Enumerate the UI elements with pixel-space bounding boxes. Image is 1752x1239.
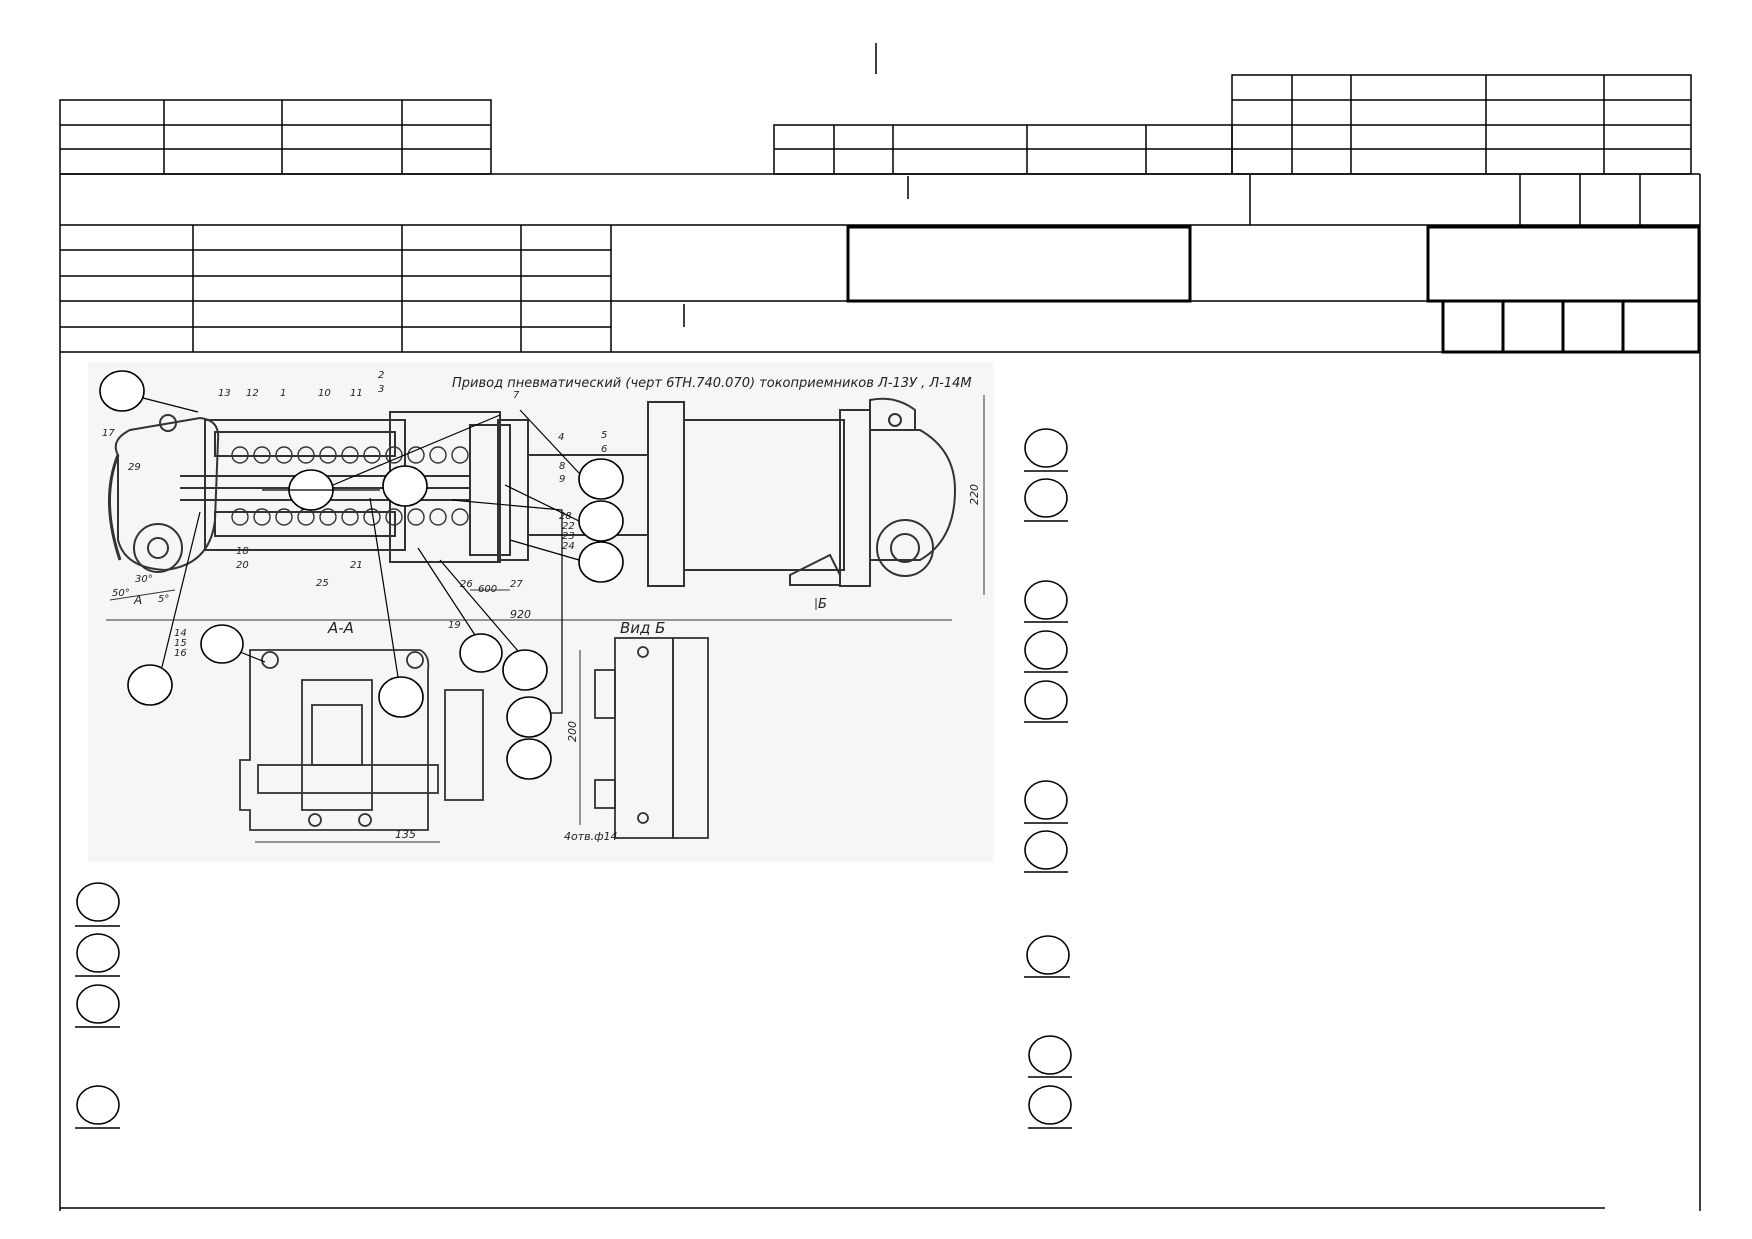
part-label: 9 (559, 474, 565, 485)
bold-box-designation (846, 225, 1192, 303)
callout-12[interactable] (451, 499, 563, 738)
answer-circle-l3[interactable] (75, 984, 120, 1028)
answer-circle-r10[interactable] (1028, 1076, 1072, 1129)
part-label: 22 (562, 521, 575, 532)
callout-9[interactable] (369, 497, 424, 718)
part-label: 10 (318, 388, 331, 399)
bold-box-org (1426, 225, 1701, 303)
answer-circle-r1[interactable] (1024, 428, 1068, 468)
part-label: 29 (128, 462, 141, 473)
title-rows (60, 225, 1700, 353)
part-label: 8 (559, 461, 565, 472)
part-label: 5 (601, 430, 607, 441)
answer-circle-r3[interactable] (1024, 580, 1068, 623)
part-label: 18 (236, 546, 249, 557)
callout-7[interactable] (200, 624, 266, 664)
part-label: 19 (448, 620, 461, 631)
part-labels: 13 12 1 10 11 2 3 7 4 5 6 8 9 28 22 23 2… (102, 370, 607, 659)
part-label: 25 (316, 578, 329, 589)
answer-circle-r9[interactable] (1028, 1035, 1072, 1075)
revision-table-middle (773, 124, 1233, 175)
answer-circle-r5[interactable] (1024, 680, 1068, 723)
part-label: 7 (513, 390, 520, 401)
answer-circle-r4[interactable] (1024, 630, 1068, 673)
angle-5: 5° (158, 594, 169, 605)
answer-circle-l1[interactable] (76, 882, 120, 922)
answer-circle-r2[interactable] (1024, 470, 1068, 522)
answer-circles-left (75, 882, 120, 1129)
callout-8[interactable] (127, 511, 201, 706)
answer-circle-r7[interactable] (1024, 822, 1068, 873)
answer-circle-l2[interactable] (75, 925, 120, 977)
part-label: 23 (562, 531, 575, 542)
answer-circle-l4[interactable] (75, 1085, 120, 1129)
angle-50: 50° (112, 588, 130, 599)
part-label: 26 (460, 579, 473, 590)
part-label: 6 (601, 444, 607, 455)
callout-circles (99, 370, 624, 780)
part-label: 17 (102, 428, 115, 439)
dim-135: 135 (395, 828, 416, 841)
part-label: 16 (174, 648, 187, 659)
part-label: 4 (558, 432, 564, 443)
answer-circle-r8[interactable] (1024, 935, 1070, 978)
part-label: 27 (510, 579, 523, 590)
callout-11[interactable] (439, 559, 548, 691)
callout-4[interactable] (519, 409, 624, 500)
part-label: 13 (218, 388, 231, 399)
part-label: 11 (350, 388, 363, 399)
part-label: 21 (350, 560, 363, 571)
callout-1[interactable] (99, 370, 199, 413)
callout-13[interactable] (506, 738, 552, 780)
part-label: 1 (280, 388, 286, 399)
callout-3[interactable] (262, 465, 428, 507)
part-label: 12 (246, 388, 259, 399)
callout-10[interactable] (417, 547, 503, 673)
dim-600: 600 (478, 584, 497, 595)
part-label: 3 (378, 384, 384, 395)
technical-drawing: Привод пневматический (черт 6ТН.740.070)… (88, 362, 994, 862)
dim-220: 220 (968, 484, 981, 505)
dim-920: 920 (510, 608, 531, 621)
view-b-label: Вид Б (620, 619, 665, 637)
answer-circles-right (1024, 428, 1072, 1129)
dim-200: 200 (566, 721, 579, 742)
part-label: 20 (236, 560, 249, 571)
part-label: 14 (174, 628, 187, 639)
answer-circle-r6[interactable] (1024, 780, 1068, 820)
section-aa-label: А-А (327, 619, 354, 637)
part-label: 2 (378, 370, 384, 381)
view-b-mark: Б (818, 597, 827, 612)
angle-30: 30° (135, 574, 153, 585)
part-label: 15 (174, 638, 187, 649)
revision-table-top-left (59, 99, 492, 175)
callout-5[interactable] (504, 484, 624, 542)
part-label: 28 (559, 511, 572, 522)
revision-table-top-right (1231, 74, 1692, 175)
bold-box-sheets (1441, 299, 1701, 354)
callout-6[interactable] (509, 539, 624, 583)
view-a-mark: А (133, 593, 142, 607)
drawing-caption: Привод пневматический (черт 6ТН.740.070)… (452, 376, 972, 391)
holes-note: 4отв.ф14 (564, 830, 618, 843)
part-label: 24 (562, 541, 575, 552)
